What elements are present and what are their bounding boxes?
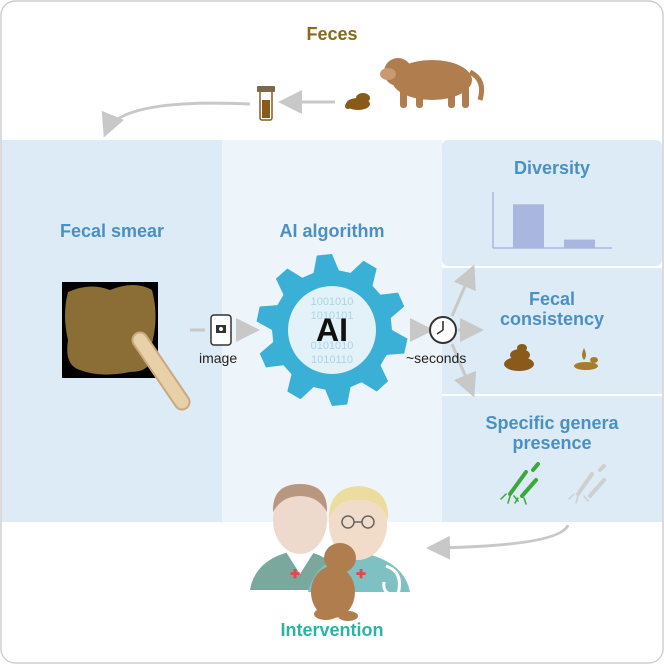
- spatula-icon: [131, 331, 191, 411]
- diversity-chart: [492, 192, 612, 249]
- arrow-to-genera: [450, 343, 477, 398]
- binary-line-2: 1010101: [310, 310, 354, 322]
- panel-genera: [442, 396, 662, 522]
- image-label: image: [199, 350, 238, 366]
- stool-icon: [345, 93, 370, 110]
- red-cross-icon-2: ✚: [356, 567, 366, 581]
- fecal-smear-image: [62, 282, 158, 378]
- formed-stool-icon: [504, 344, 534, 371]
- diversity-bar-2: [564, 239, 595, 248]
- bacteria-green-icon: [500, 462, 540, 505]
- monkey-icon: [380, 58, 485, 108]
- fecal-smear-title: Fecal smear: [59, 221, 165, 241]
- fecal-consistency-title-1: Fecal: [528, 289, 576, 309]
- binary-line-3: 0101010: [310, 340, 354, 352]
- panel-diversity: [442, 140, 662, 266]
- red-cross-icon-1: ✚: [290, 567, 300, 581]
- diversity-title: Diversity: [513, 158, 591, 178]
- sample-tube-icon: [257, 86, 275, 121]
- gear-inner-circle: [288, 286, 376, 374]
- binary-line-4: 1010110: [310, 354, 353, 366]
- ai-gear-text: AI: [316, 312, 348, 348]
- genera-title-1: Specific genera: [485, 413, 619, 433]
- intervention-title: Intervention: [280, 620, 384, 640]
- arrow-genera-to-intervention: [426, 524, 570, 560]
- feces-title: Feces: [306, 24, 358, 44]
- liquid-stool-icon: [574, 348, 598, 370]
- monkey-baby-icon: [311, 543, 358, 621]
- seconds-label: ~seconds: [406, 350, 467, 366]
- phone-icon: [210, 314, 232, 346]
- arrow-tube-to-smear: [101, 101, 251, 138]
- arrow-to-diversity: [450, 264, 476, 317]
- binary-line-1: 1001010: [310, 296, 354, 308]
- ai-algorithm-title: AI algorithm: [279, 221, 385, 241]
- diversity-bar-1: [513, 204, 544, 248]
- bacteria-gray-icon: [568, 464, 606, 504]
- fecal-consistency-title-2: consistency: [499, 309, 605, 329]
- genera-title-2: presence: [512, 433, 592, 453]
- clock-icon: [429, 316, 457, 344]
